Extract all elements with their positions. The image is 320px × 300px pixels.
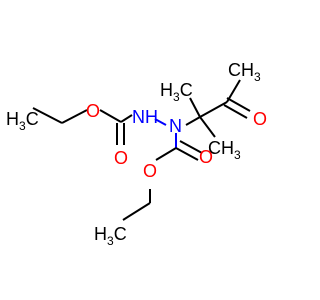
bond-cq-upper-methyl [189, 97, 201, 118]
atom-ester-o-left: O [86, 101, 100, 121]
atom-n-center: N [169, 116, 182, 136]
chemical-structure-diagram: CH3 H3C O CH3 H3C O NH O N O O H3C [6, 60, 267, 248]
atom-ch3-methyl-lower: CH3 [208, 138, 241, 162]
bond-nh-n [154, 118, 167, 126]
bond-cq-ketone-c [199, 101, 228, 118]
bond-ketone-c-o-double-2 [223, 104, 248, 119]
bond-lower-c-o-double-2 [179, 140, 203, 154]
bond-left-ch3-ch2 [32, 107, 63, 124]
bond-cq-lower-methyl [199, 116, 216, 138]
atom-h3c-methyl-upper: H3C [160, 80, 193, 104]
atom-nh: NH [132, 107, 158, 127]
bond-left-c-nh [120, 114, 133, 123]
atom-carbonyl-o-right: O [253, 109, 267, 129]
atom-carbonyl-o-bottom: O [199, 147, 213, 167]
atom-h3c-left: H3C [6, 109, 39, 133]
bond-ketone-c-o-double-1 [226, 97, 251, 112]
bond-lower-c-ester-o [155, 147, 177, 161]
bond-left-ch2-o [61, 109, 88, 124]
bond-n-cq [185, 116, 201, 126]
bond-left-o-c [99, 109, 122, 123]
atom-h3c-bottom: H3C [94, 224, 127, 248]
bond-lower-c-o-double-1 [175, 147, 199, 161]
atom-ester-o-bottom: O [143, 161, 157, 181]
atom-ch3-top-right: CH3 [228, 60, 261, 84]
atom-labels: CH3 H3C O CH3 H3C O NH O N O O H3C [6, 60, 267, 248]
atom-carbonyl-o-left: O [114, 148, 128, 168]
bonds [32, 79, 251, 221]
bond-lower-ch2-ch3 [122, 202, 151, 221]
